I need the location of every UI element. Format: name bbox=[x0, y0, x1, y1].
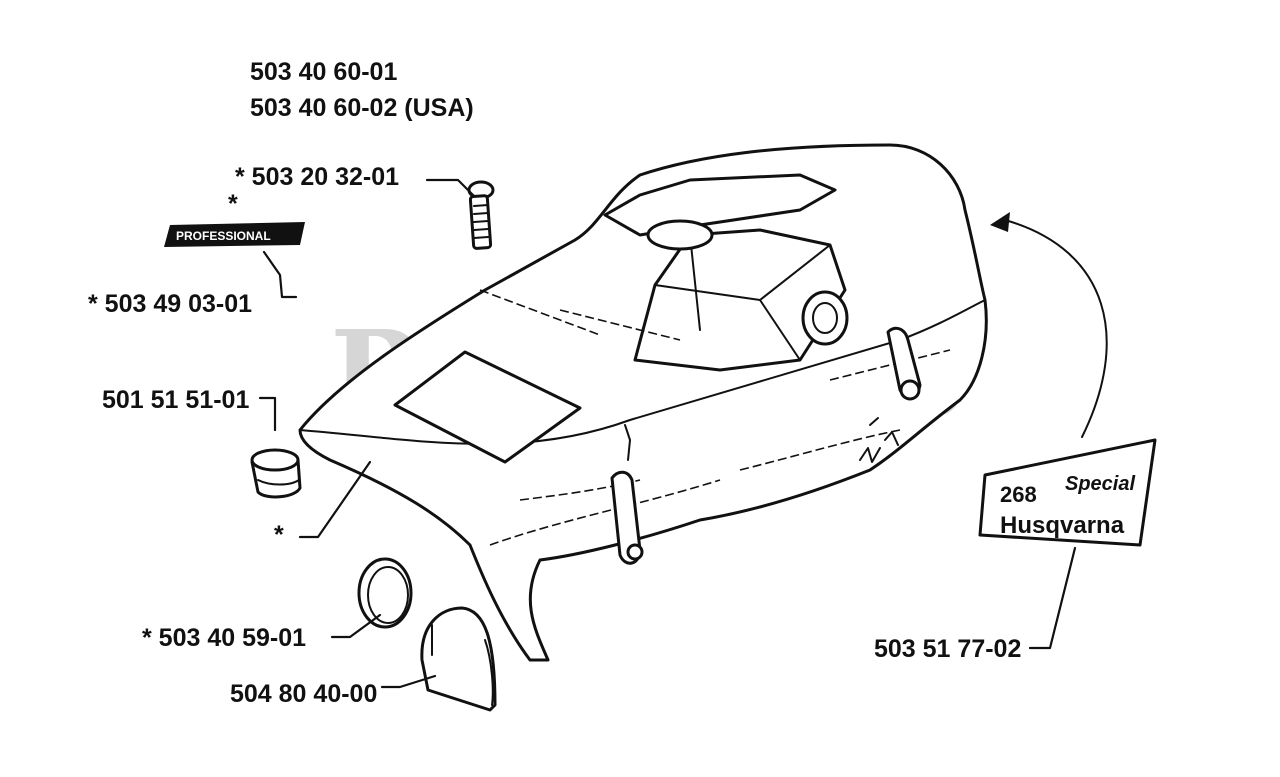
callout-cover-b: 503 40 60-02 (USA) bbox=[250, 94, 474, 122]
callout-professional-decal: * 503 49 03-01 bbox=[88, 290, 252, 318]
leader-lines bbox=[258, 178, 1077, 689]
plug[interactable] bbox=[250, 448, 302, 499]
callout-model-decal: 503 51 77-02 bbox=[874, 635, 1021, 663]
model-decal-special: Special bbox=[1065, 473, 1135, 495]
shield[interactable] bbox=[420, 606, 497, 712]
callout-cover-a: 503 40 60-01 bbox=[250, 58, 397, 86]
callout-cover-asterisk: * bbox=[274, 521, 284, 549]
callout-grommet: * 503 40 59-01 bbox=[142, 624, 306, 652]
professional-decal[interactable]: PROFESSIONAL bbox=[164, 222, 305, 247]
grommet[interactable] bbox=[357, 557, 413, 629]
screw[interactable] bbox=[467, 180, 495, 250]
callout-small-asterisk: * bbox=[228, 190, 238, 218]
callout-shield: 504 80 40-00 bbox=[230, 680, 377, 708]
callout-screw: * 503 20 32-01 bbox=[235, 163, 399, 191]
model-decal[interactable]: 268 Special Husqvarna bbox=[978, 438, 1157, 547]
model-decal-number: 268 bbox=[1000, 482, 1037, 507]
cylinder-cover[interactable] bbox=[298, 143, 988, 662]
professional-decal-text: PROFESSIONAL bbox=[176, 229, 271, 243]
callout-plug: 501 51 51-01 bbox=[102, 386, 249, 414]
rotation-arrow bbox=[990, 212, 1108, 438]
callout-labels: 503 40 60-01 503 40 60-02 (USA) * 503 20… bbox=[88, 58, 1021, 708]
model-decal-brand: Husqvarna bbox=[1000, 512, 1125, 539]
